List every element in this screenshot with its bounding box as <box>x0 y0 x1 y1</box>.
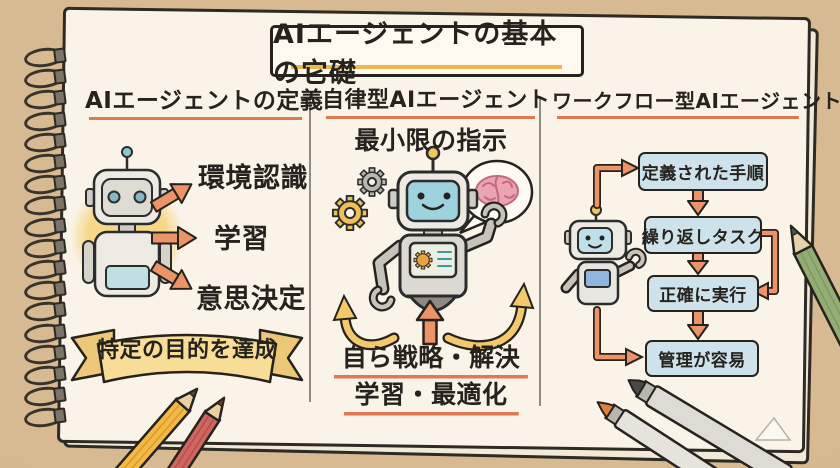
definition-item-perception: 環境認識 <box>198 163 308 194</box>
workflow-step-3: 正確に実行 <box>647 275 759 312</box>
page-fold <box>754 416 792 441</box>
pencil-icon <box>127 396 226 468</box>
definition-item-decision: 意思決定 <box>196 284 306 315</box>
speech-bubble-icon <box>459 159 534 235</box>
arrow-icon <box>593 158 779 367</box>
marker-icon <box>627 379 793 468</box>
arrow-icon <box>332 281 535 351</box>
pencil-icon <box>789 224 840 468</box>
column-divider <box>539 96 541 406</box>
gear-icon <box>331 167 387 232</box>
workflow-step-4: 管理が容易 <box>645 340 759 377</box>
autonomous-result-2: 学習・最適化 <box>340 380 522 416</box>
marker-icon <box>596 401 742 468</box>
robot-icon <box>368 145 508 312</box>
ribbon-banner-icon <box>70 328 304 384</box>
column-divider <box>309 96 311 402</box>
autonomous-header: 自律型AIエージェント <box>322 88 550 120</box>
autonomous-subtitle: 最小限の指示 <box>354 126 508 155</box>
workflow-step-1: 定義された手順 <box>638 152 768 191</box>
definition-banner-label: 特定の目的を達成 <box>96 338 277 363</box>
definition-header: AIエージェントの定義 <box>85 88 323 121</box>
autonomous-result-1: 自ら戦略・解決 <box>330 343 532 379</box>
definition-item-learning: 学習 <box>214 224 269 255</box>
workflow-header: ワークフロー型AIエージェント <box>552 90 840 119</box>
pencil-icon <box>76 387 199 468</box>
page-title: AIエージェントの基本の它礎 <box>270 19 584 89</box>
workflow-step-2: 繰り返しタスク <box>642 216 764 254</box>
